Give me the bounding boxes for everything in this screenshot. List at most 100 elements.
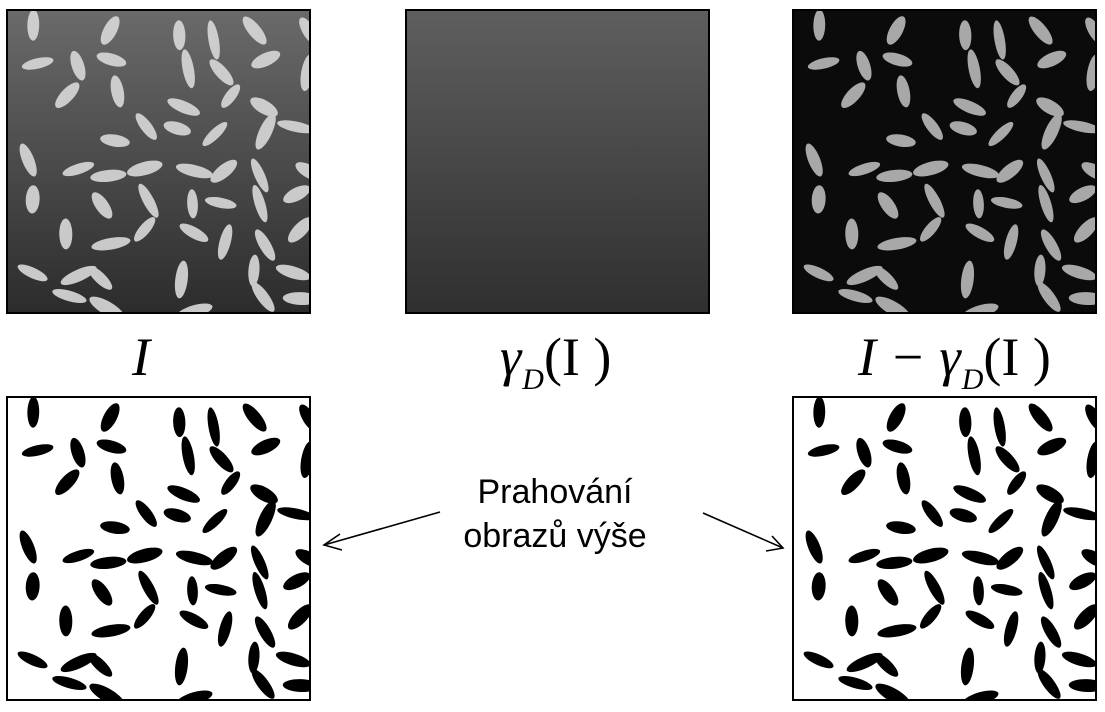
rice-grain [252, 571, 268, 610]
rice-grain [255, 113, 276, 150]
opening-label: γD(I ) [500, 327, 612, 396]
rice-grain [875, 683, 911, 699]
rice-grain [174, 260, 189, 299]
rice-grain [70, 437, 86, 468]
rice-grain [803, 264, 834, 282]
rice-grain [960, 647, 975, 686]
rice-grain [254, 616, 276, 648]
rice-grain [988, 508, 1014, 534]
rice-grain [277, 507, 309, 521]
rice-grain [21, 57, 54, 70]
rice-grain [221, 471, 241, 495]
rice-grain [167, 98, 201, 116]
rice-grain [919, 604, 942, 629]
rice-grain [1061, 264, 1095, 281]
rice-grain [173, 407, 186, 438]
rice-grain [251, 50, 281, 69]
rice-grain [995, 446, 1020, 473]
rice-grain [973, 189, 984, 219]
rice-grain [996, 159, 1024, 183]
rice-grain [873, 652, 899, 677]
rice-grain [89, 296, 125, 312]
rice-grain [838, 289, 873, 304]
rice-grain [90, 556, 127, 570]
rice-grain [254, 229, 276, 261]
rice-grain [856, 50, 872, 81]
rice-grain [896, 75, 911, 108]
difference-image-panel [792, 9, 1097, 314]
rice-grain [19, 530, 37, 564]
rice-grain [1037, 50, 1067, 69]
rice-grain [59, 218, 73, 250]
rice-grain [848, 161, 881, 177]
rice-grain [163, 121, 191, 136]
thresholded-original-image [8, 398, 309, 699]
rice-grain [996, 546, 1024, 570]
rice-grain [275, 264, 309, 281]
rice-grain [949, 121, 977, 136]
rice-grain [248, 254, 260, 287]
rice-grain [1069, 185, 1095, 204]
rice-grain [1073, 217, 1095, 243]
rice-grain [19, 143, 37, 177]
rice-grain [876, 169, 913, 183]
rice-grain [877, 579, 899, 606]
rice-grain [242, 16, 267, 45]
rice-grain [287, 604, 309, 630]
rice-grain [805, 143, 823, 177]
rice-grain [133, 604, 156, 629]
rice-grain [882, 52, 913, 67]
rice-grain [1003, 611, 1019, 647]
rice-grain [965, 223, 995, 242]
rice-grain [96, 439, 127, 454]
rice-grain [91, 624, 131, 638]
rice-grain [990, 196, 1023, 209]
rice-grain [295, 549, 309, 568]
rice-grain [70, 50, 86, 81]
rice-grain [877, 192, 899, 219]
rice-grain [1038, 184, 1054, 223]
rice-grain [1085, 404, 1095, 432]
rice-grain [252, 184, 268, 223]
rice-grain [202, 508, 228, 534]
rice-grain [251, 437, 281, 456]
rice-grain [896, 462, 911, 495]
rice-grain [967, 436, 981, 476]
rice-grain [990, 583, 1023, 596]
rice-grain [217, 224, 233, 260]
rice-grain [300, 54, 309, 92]
rice-grain [251, 669, 275, 699]
rice-grain [255, 500, 276, 537]
rice-grain [1069, 572, 1095, 591]
rice-grain [1063, 507, 1095, 521]
rice-grain [960, 260, 975, 299]
rice-grain [995, 59, 1020, 86]
rice-grain [204, 196, 237, 209]
rice-grain [1081, 549, 1095, 568]
rice-grain [962, 690, 999, 699]
opening-image-panel [405, 9, 710, 314]
right-arrowhead [765, 535, 785, 552]
rice-grain [87, 265, 113, 290]
rice-grain [1037, 437, 1067, 456]
rice-grain [811, 185, 826, 214]
rice-grain [856, 437, 872, 468]
rice-grain [60, 265, 97, 286]
caption-line-1: Prahování [477, 473, 633, 511]
rice-grain [89, 683, 125, 699]
rice-grain [174, 647, 189, 686]
rice-grain [1081, 162, 1095, 181]
rice-grain [176, 303, 213, 312]
rice-grain [1040, 616, 1062, 648]
rice-grain [873, 265, 899, 290]
thresholded-original-panel [6, 396, 311, 701]
rice-grain [62, 161, 95, 177]
rice-grain [110, 462, 125, 495]
rice-grain [87, 652, 113, 677]
rice-grain [1085, 17, 1095, 45]
rice-grain [959, 20, 972, 51]
rice-grain [202, 121, 228, 147]
rice-grain [282, 292, 309, 306]
rice-grain [250, 545, 269, 580]
rice-grain [1068, 292, 1095, 306]
